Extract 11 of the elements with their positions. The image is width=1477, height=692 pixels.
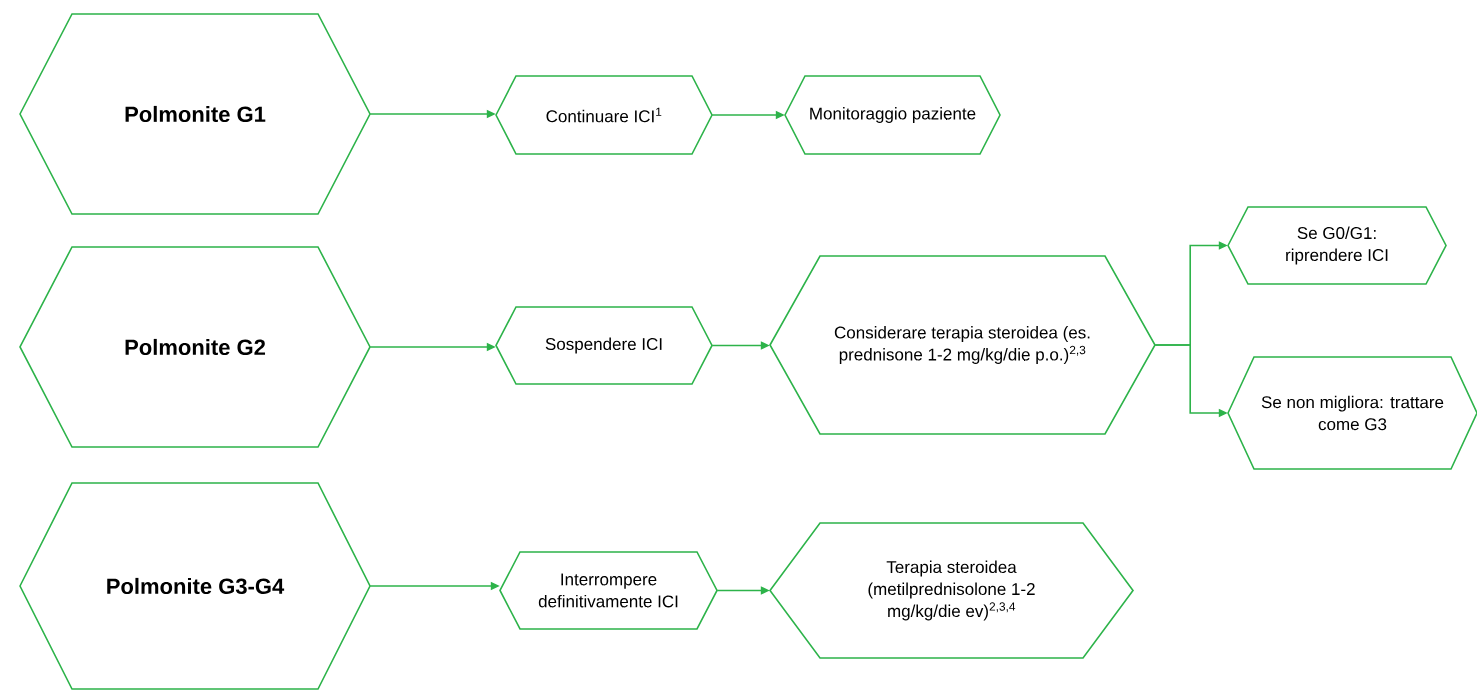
step-hexagon: Interrompere definitivamente ICI (499, 551, 718, 630)
step-hexagon: Sospendere ICI (495, 306, 713, 385)
step-hexagon: Considerare terapia steroidea (es. prednisone 1-2 mg/kg/die p.o.)$^{2,3}$ (769, 255, 1156, 435)
step-hexagon: Se G0/G1: riprendere ICI (1227, 206, 1447, 285)
category-hexagon: Polmonite G1 (19, 13, 371, 215)
category-hexagon: Polmonite G2 (19, 246, 371, 448)
category-hexagon: Polmonite G3-G4 (19, 482, 371, 690)
step-hexagon: Continuare ICI$^{1}$ (495, 75, 713, 155)
step-hexagon: Se non migliora: trattare come G3 (1227, 356, 1477, 470)
step-hexagon: Terapia steroidea (metilprednisolone 1-2 mg/kg/die ev)$^{2,3,4}$ (769, 522, 1134, 659)
step-hexagon: Monitoraggio paziente (784, 75, 1001, 155)
